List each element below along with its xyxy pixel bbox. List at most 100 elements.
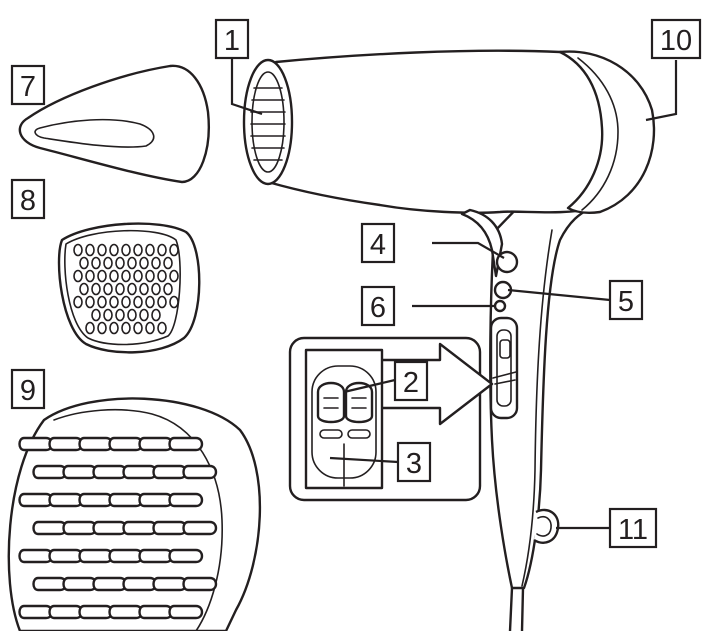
- callout-2-label: 2: [403, 367, 419, 399]
- diffuser-hole: [85, 321, 95, 335]
- callout-9-label: 9: [20, 375, 36, 407]
- diffuser-finger: [152, 520, 188, 536]
- diffuser-finger: [152, 464, 188, 480]
- leader-3: [329, 456, 399, 464]
- diffuser-finger: [122, 464, 158, 480]
- switch-slider: [492, 371, 517, 385]
- leader-lines: [230, 58, 678, 530]
- diffuser-hole: [115, 308, 125, 322]
- leader-5: [507, 288, 611, 302]
- rear-cap: [558, 50, 656, 214]
- diffuser-hole: [163, 282, 173, 296]
- diffuser-finger: [108, 548, 144, 564]
- callout-11-label: 11: [618, 514, 648, 546]
- diffuser-hole: [145, 269, 155, 283]
- diffuser-hole: [73, 295, 83, 309]
- hang-loop-inner: [536, 515, 552, 537]
- nozzle-slot: [34, 118, 155, 148]
- diffuser-hole: [109, 295, 119, 309]
- callout-9: 9: [10, 368, 46, 410]
- diffuser-finger: [92, 520, 128, 536]
- diffuser-finger: [108, 492, 144, 508]
- callout-7: 7: [10, 64, 46, 106]
- rear-cap-seam: [577, 57, 619, 211]
- diffuser-finger: [92, 464, 128, 480]
- diffuser-hole: [139, 282, 149, 296]
- large-diffuser-shell: [7, 397, 262, 631]
- diffuser-hole: [157, 269, 167, 283]
- leader-4: [432, 241, 505, 259]
- callout-6: 6: [360, 285, 396, 327]
- diffuser-finger: [138, 548, 174, 564]
- diffuser-holes: [73, 243, 179, 335]
- power-cable: [508, 586, 514, 631]
- callout-11: 11: [608, 507, 658, 549]
- diffuser-hole: [127, 308, 137, 322]
- diffuser-hole: [157, 295, 167, 309]
- diffuser-finger: [168, 492, 204, 508]
- diffuser-finger: [78, 436, 114, 452]
- diffuser-hole: [85, 269, 95, 283]
- diffuser-finger: [32, 576, 68, 592]
- diffuser-finger: [168, 436, 204, 452]
- diffuser-hole: [121, 269, 131, 283]
- callout-4-label: 4: [370, 229, 386, 261]
- nozzle-body: [18, 64, 210, 184]
- callout-10: 10: [650, 18, 702, 60]
- diffuser-hole: [115, 282, 125, 296]
- callout-7-label: 7: [20, 71, 36, 103]
- callout-10-label: 10: [660, 25, 692, 57]
- hang-loop: [533, 508, 560, 544]
- diffuser-hole: [121, 321, 131, 335]
- concentrator-nozzle: [18, 64, 210, 184]
- diffuser-finger: [48, 548, 84, 564]
- diffuser-finger: [62, 464, 98, 480]
- diffuser-hole: [157, 321, 167, 335]
- diffuser-finger: [92, 576, 128, 592]
- diffuser-hole: [73, 269, 83, 283]
- diffuser-hole: [127, 282, 137, 296]
- callout-5-label: 5: [618, 286, 634, 318]
- diffuser-finger: [182, 576, 218, 592]
- callout-1-label: 1: [224, 25, 240, 57]
- diffuser-hole: [79, 282, 89, 296]
- leader-2: [343, 378, 396, 394]
- callout-5: 5: [608, 279, 644, 321]
- diffuser-finger: [62, 520, 98, 536]
- diffuser-finger: [18, 548, 54, 564]
- diffuser-finger: [78, 604, 114, 620]
- volume-diffuser-face: [64, 229, 181, 346]
- callout-8-label: 8: [20, 185, 36, 217]
- volume-diffuser: [57, 222, 201, 354]
- large-diffuser: [7, 397, 262, 631]
- diffuser-hole: [103, 282, 113, 296]
- switch-panel-inner: [496, 329, 512, 407]
- diffuser-finger: [18, 492, 54, 508]
- diffuser-hole: [115, 256, 125, 270]
- callout-8: 8: [10, 178, 46, 220]
- diffuser-hole: [169, 269, 179, 283]
- diffuser-hole: [103, 308, 113, 322]
- heat-rocker-right: [344, 381, 374, 424]
- diffuser-finger: [78, 548, 114, 564]
- diffuser-hole: [139, 308, 149, 322]
- diffuser-finger: [138, 436, 174, 452]
- diffuser-finger: [62, 576, 98, 592]
- diffuser-hole: [133, 269, 143, 283]
- heat-rocker-left: [316, 381, 346, 424]
- diffuser-finger: [32, 520, 68, 536]
- diffuser-finger: [108, 604, 144, 620]
- diffuser-hole: [121, 243, 131, 257]
- switch-panel: [489, 316, 519, 420]
- callout-2: 2: [393, 360, 429, 402]
- speed-slot-right: [347, 429, 371, 439]
- diffuser-hole: [103, 256, 113, 270]
- diffuser-hole: [73, 243, 83, 257]
- diffuser-hole: [157, 243, 167, 257]
- handle-seam: [521, 229, 553, 587]
- callout-3: 3: [396, 441, 432, 483]
- speed-slot-left: [319, 429, 343, 439]
- diffuser-finger: [48, 492, 84, 508]
- callout-6-label: 6: [370, 292, 386, 324]
